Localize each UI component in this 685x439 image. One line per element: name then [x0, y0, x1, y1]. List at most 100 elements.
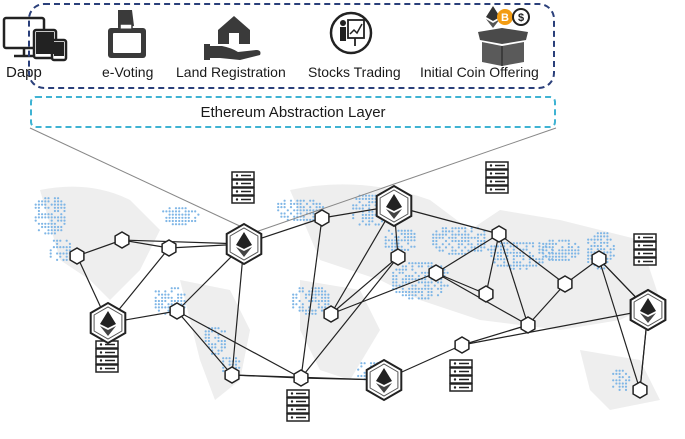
map-dot	[47, 213, 50, 216]
map-dot	[157, 290, 160, 293]
map-dot	[424, 284, 427, 287]
map-dot	[65, 255, 68, 258]
map-dot	[522, 264, 525, 267]
map-dot	[448, 252, 451, 255]
map-dot	[473, 236, 476, 239]
network-node	[557, 275, 573, 293]
map-dot	[211, 343, 214, 346]
map-dot	[480, 239, 483, 243]
map-dot	[427, 262, 430, 265]
map-dot	[411, 284, 414, 287]
network-edge	[498, 233, 529, 326]
map-dot	[37, 203, 41, 206]
map-dot	[318, 206, 321, 209]
map-dot	[612, 372, 615, 375]
map-dot	[440, 284, 443, 287]
map-dot	[615, 382, 618, 385]
map-dot	[361, 220, 364, 223]
map-dot	[324, 306, 327, 309]
map-dot	[34, 203, 37, 206]
map-dot	[548, 258, 551, 261]
map-dot	[408, 290, 411, 294]
map-dot	[298, 290, 301, 293]
map-dot	[63, 206, 66, 209]
map-dot	[154, 290, 157, 293]
network-edge	[435, 272, 487, 295]
map-dot	[395, 290, 398, 294]
network-edge	[485, 233, 500, 295]
map-dot	[60, 200, 63, 203]
map-dot	[590, 248, 593, 251]
map-dot	[308, 299, 311, 303]
map-dot	[63, 222, 66, 225]
map-dot	[467, 243, 470, 246]
map-dot	[444, 246, 448, 249]
map-dot	[194, 210, 197, 213]
map-dot	[309, 199, 312, 202]
map-dot	[420, 271, 424, 274]
map-dot	[432, 236, 435, 239]
map-dot	[53, 206, 57, 209]
map-dot	[301, 309, 304, 312]
map-dot	[417, 262, 420, 265]
map-dot	[373, 362, 376, 365]
map-dot	[211, 346, 214, 349]
map-dot	[223, 339, 226, 343]
map-dot	[37, 213, 41, 216]
map-dot	[392, 284, 395, 287]
map-dot	[364, 194, 368, 197]
map-dot	[320, 309, 324, 312]
map-dot	[180, 299, 183, 303]
map-dot	[289, 199, 293, 202]
network-edge	[300, 256, 399, 379]
map-dot	[60, 219, 63, 222]
map-dot	[56, 239, 59, 242]
map-dot	[53, 203, 57, 206]
map-dot	[414, 294, 417, 297]
map-dot	[180, 293, 183, 296]
map-dot	[327, 296, 330, 299]
map-dot	[168, 207, 171, 210]
map-dot	[443, 284, 446, 287]
map-dot	[317, 303, 320, 306]
map-dot	[391, 245, 394, 248]
map-dot	[538, 248, 541, 251]
map-dot	[311, 309, 314, 312]
map-dot	[503, 264, 506, 267]
network-edge	[330, 205, 395, 315]
map-dot	[41, 213, 44, 216]
map-dot	[451, 233, 454, 236]
map-dot	[296, 218, 299, 221]
map-dot	[410, 245, 413, 248]
map-dot	[490, 245, 493, 248]
map-dot	[480, 233, 483, 236]
map-dot	[519, 261, 522, 264]
map-dot	[164, 299, 167, 303]
map-dot	[50, 203, 53, 206]
map-dot	[454, 252, 457, 255]
map-dot	[397, 242, 400, 245]
map-dot	[296, 199, 299, 202]
map-dot	[577, 249, 580, 252]
map-dot	[184, 219, 187, 223]
map-dot	[59, 246, 62, 249]
map-dot	[320, 287, 324, 290]
network-edge	[330, 272, 437, 315]
map-dot	[315, 206, 318, 209]
map-dot	[435, 239, 438, 243]
map-dot	[44, 225, 47, 229]
map-dot	[528, 258, 531, 261]
map-dot	[392, 274, 395, 278]
map-dot	[440, 287, 443, 290]
map-dot	[164, 293, 167, 296]
map-dot	[391, 248, 394, 251]
map-dot	[50, 229, 53, 232]
map-dot	[68, 242, 71, 245]
map-dot	[395, 274, 398, 278]
map-dot	[551, 246, 554, 249]
map-dot	[404, 265, 408, 268]
map-dot	[506, 264, 509, 267]
map-dot	[512, 251, 515, 254]
map-dot	[280, 212, 283, 215]
map-dot	[454, 233, 457, 236]
